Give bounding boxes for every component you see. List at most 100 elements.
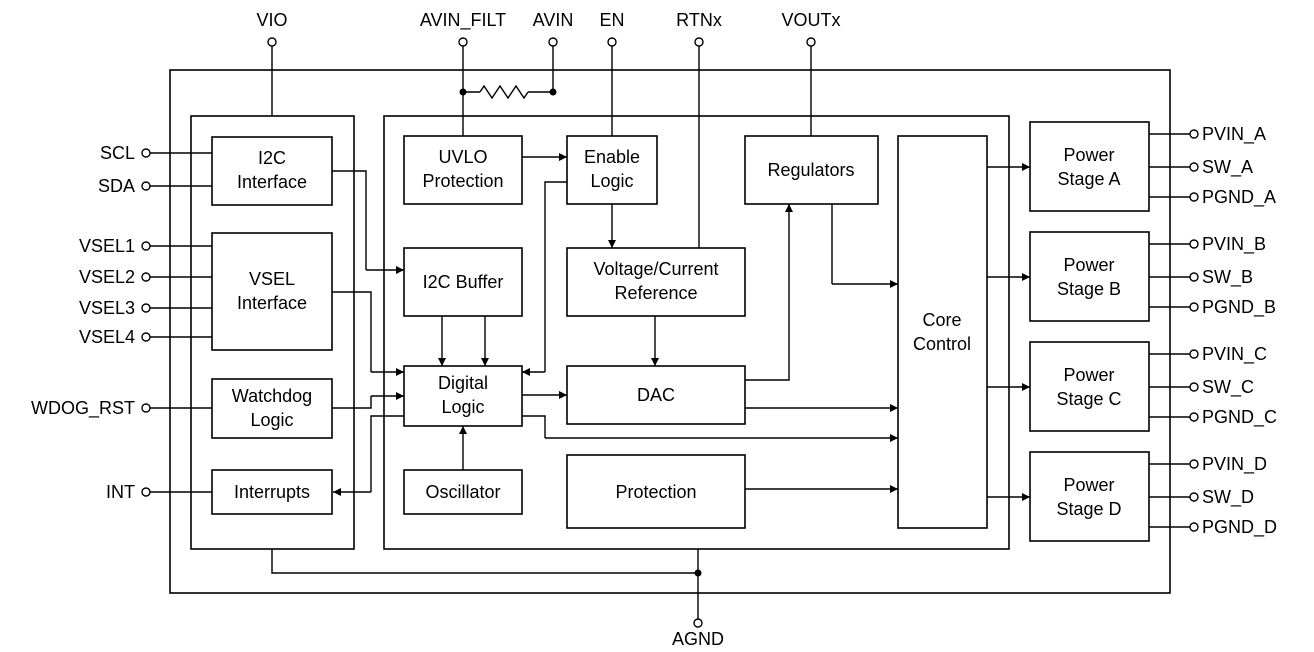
pin-sda: SDA bbox=[98, 176, 151, 196]
junction-dot bbox=[549, 88, 557, 96]
block-protection: Protection bbox=[566, 454, 746, 529]
svg-text:SW_B: SW_B bbox=[1202, 267, 1253, 288]
svg-text:INT: INT bbox=[106, 482, 135, 502]
pin-sw-b: SW_B bbox=[1189, 267, 1253, 288]
svg-text:Logic: Logic bbox=[441, 397, 484, 417]
svg-text:PVIN_B: PVIN_B bbox=[1202, 234, 1266, 255]
pin-vio: VIO bbox=[256, 10, 288, 47]
svg-text:Stage A: Stage A bbox=[1057, 169, 1120, 189]
pin-pvin-c: PVIN_C bbox=[1189, 344, 1267, 365]
pin-pvin-d: PVIN_D bbox=[1189, 454, 1267, 475]
svg-text:Protection: Protection bbox=[422, 171, 503, 191]
block-power-stage-a: Power Stage A bbox=[1029, 121, 1150, 212]
block-i2c-interface: I2C Interface bbox=[211, 136, 333, 206]
svg-text:PGND_D: PGND_D bbox=[1202, 517, 1277, 538]
block-i2c-buffer: I2C Buffer bbox=[403, 247, 523, 317]
svg-text:VSEL3: VSEL3 bbox=[79, 298, 135, 318]
svg-text:Stage B: Stage B bbox=[1057, 279, 1121, 299]
svg-text:PGND_B: PGND_B bbox=[1202, 297, 1276, 318]
block-power-stage-b: Power Stage B bbox=[1029, 231, 1150, 322]
svg-text:Interface: Interface bbox=[237, 172, 307, 192]
svg-text:Interrupts: Interrupts bbox=[234, 482, 310, 502]
svg-text:Core: Core bbox=[922, 310, 961, 330]
svg-text:SDA: SDA bbox=[98, 176, 135, 196]
svg-text:Enable: Enable bbox=[584, 147, 640, 167]
svg-text:VSEL1: VSEL1 bbox=[79, 236, 135, 256]
pin-vsel1: VSEL1 bbox=[79, 236, 151, 256]
block-watchdog-logic: Watchdog Logic bbox=[211, 378, 333, 439]
pin-sw-d: SW_D bbox=[1189, 487, 1254, 508]
block-interrupts: Interrupts bbox=[211, 469, 333, 515]
svg-text:SW_C: SW_C bbox=[1202, 377, 1254, 398]
svg-text:Power: Power bbox=[1063, 475, 1114, 495]
pin-vsel3: VSEL3 bbox=[79, 298, 151, 318]
pin-sw-a: SW_A bbox=[1189, 157, 1253, 178]
pin-pgnd-d: PGND_D bbox=[1189, 517, 1277, 538]
pin-agnd: AGND bbox=[672, 618, 724, 649]
svg-text:AGND: AGND bbox=[672, 629, 724, 649]
svg-text:PGND_A: PGND_A bbox=[1202, 187, 1276, 208]
svg-text:Regulators: Regulators bbox=[767, 160, 854, 180]
svg-text:UVLO: UVLO bbox=[438, 147, 487, 167]
svg-text:RTNx: RTNx bbox=[676, 10, 722, 30]
svg-text:Power: Power bbox=[1063, 255, 1114, 275]
svg-text:Interface: Interface bbox=[237, 293, 307, 313]
pin-en: EN bbox=[599, 10, 625, 47]
pin-vsel4: VSEL4 bbox=[79, 327, 151, 347]
svg-text:PGND_C: PGND_C bbox=[1202, 407, 1277, 428]
pin-int: INT bbox=[106, 482, 151, 502]
svg-text:SW_A: SW_A bbox=[1202, 157, 1253, 178]
svg-text:EN: EN bbox=[599, 10, 624, 30]
svg-text:SW_D: SW_D bbox=[1202, 487, 1254, 508]
block-power-stage-d: Power Stage D bbox=[1029, 451, 1150, 542]
block-dac: DAC bbox=[566, 365, 746, 425]
core-group bbox=[383, 115, 1010, 550]
svg-text:VSEL2: VSEL2 bbox=[79, 267, 135, 287]
pin-pgnd-a: PGND_A bbox=[1189, 187, 1276, 208]
svg-text:Power: Power bbox=[1063, 365, 1114, 385]
svg-text:VSEL: VSEL bbox=[249, 269, 295, 289]
block-power-stage-c: Power Stage C bbox=[1029, 341, 1150, 432]
block-digital-logic: Digital Logic bbox=[403, 365, 523, 427]
svg-text:Digital: Digital bbox=[438, 373, 488, 393]
block-core-control: Core Control bbox=[897, 135, 988, 529]
junction-dot bbox=[459, 88, 467, 96]
svg-text:Logic: Logic bbox=[250, 410, 293, 430]
pin-rtnx: RTNx bbox=[676, 10, 722, 47]
svg-text:Protection: Protection bbox=[615, 482, 696, 502]
svg-text:Watchdog: Watchdog bbox=[232, 386, 312, 406]
svg-text:PVIN_C: PVIN_C bbox=[1202, 344, 1267, 365]
wires bbox=[150, 46, 1190, 619]
svg-text:Stage D: Stage D bbox=[1056, 499, 1121, 519]
svg-text:WDOG_RST: WDOG_RST bbox=[31, 398, 135, 419]
svg-text:I2C: I2C bbox=[258, 148, 286, 168]
chip-outline bbox=[169, 69, 1171, 594]
svg-text:I2C Buffer: I2C Buffer bbox=[423, 272, 504, 292]
block-oscillator: Oscillator bbox=[403, 469, 523, 515]
svg-text:AVIN_FILT: AVIN_FILT bbox=[420, 10, 506, 31]
pin-scl: SCL bbox=[100, 143, 151, 163]
block-regulators: Regulators bbox=[744, 135, 879, 205]
pin-pvin-a: PVIN_A bbox=[1189, 124, 1266, 145]
svg-text:PVIN_A: PVIN_A bbox=[1202, 124, 1266, 145]
svg-text:Logic: Logic bbox=[590, 171, 633, 191]
pin-voutx: VOUTx bbox=[781, 10, 841, 47]
block-enable-logic: Enable Logic bbox=[566, 135, 658, 205]
svg-text:AVIN: AVIN bbox=[533, 10, 574, 30]
svg-text:SCL: SCL bbox=[100, 143, 135, 163]
svg-text:Power: Power bbox=[1063, 145, 1114, 165]
svg-text:Voltage/Current: Voltage/Current bbox=[593, 259, 718, 279]
pin-vsel2: VSEL2 bbox=[79, 267, 151, 287]
svg-text:Stage C: Stage C bbox=[1056, 389, 1121, 409]
pin-pvin-b: PVIN_B bbox=[1189, 234, 1266, 255]
block-uvlo-protection: UVLO Protection bbox=[403, 135, 523, 205]
svg-text:DAC: DAC bbox=[637, 385, 675, 405]
pin-avin: AVIN bbox=[533, 10, 574, 47]
pin-avin-filt: AVIN_FILT bbox=[420, 10, 506, 47]
pin-sw-c: SW_C bbox=[1189, 377, 1254, 398]
block-vsel-interface: VSEL Interface bbox=[211, 232, 333, 351]
svg-text:VIO: VIO bbox=[256, 10, 287, 30]
svg-text:Oscillator: Oscillator bbox=[425, 482, 500, 502]
pin-pgnd-b: PGND_B bbox=[1189, 297, 1276, 318]
